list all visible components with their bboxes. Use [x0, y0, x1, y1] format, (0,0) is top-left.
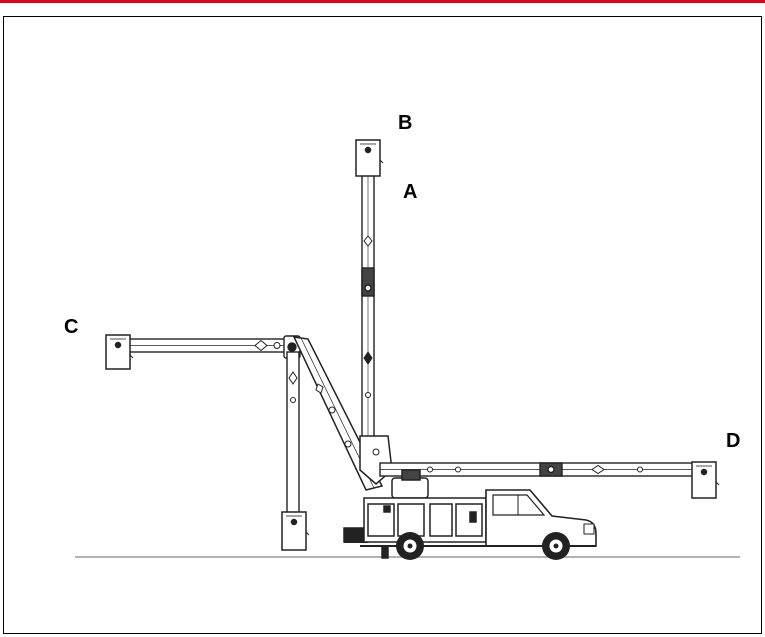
top-accent-line	[0, 0, 765, 3]
bucket-c-lower	[281, 511, 310, 551]
boom-position-a	[359, 173, 393, 485]
truck-front-wheel	[542, 532, 570, 560]
bucket-b	[355, 139, 384, 177]
label-b: B	[398, 112, 412, 134]
label-d: D	[726, 430, 740, 452]
boom-position-d	[379, 462, 703, 477]
label-c: C	[64, 316, 78, 338]
truck-rear-wheel	[396, 532, 424, 560]
diagram-frame	[3, 16, 762, 634]
boom-position-c	[127, 335, 384, 523]
bucket-c	[105, 334, 134, 370]
truck	[343, 469, 597, 559]
bucket-d	[691, 461, 720, 499]
label-a: A	[403, 181, 417, 203]
